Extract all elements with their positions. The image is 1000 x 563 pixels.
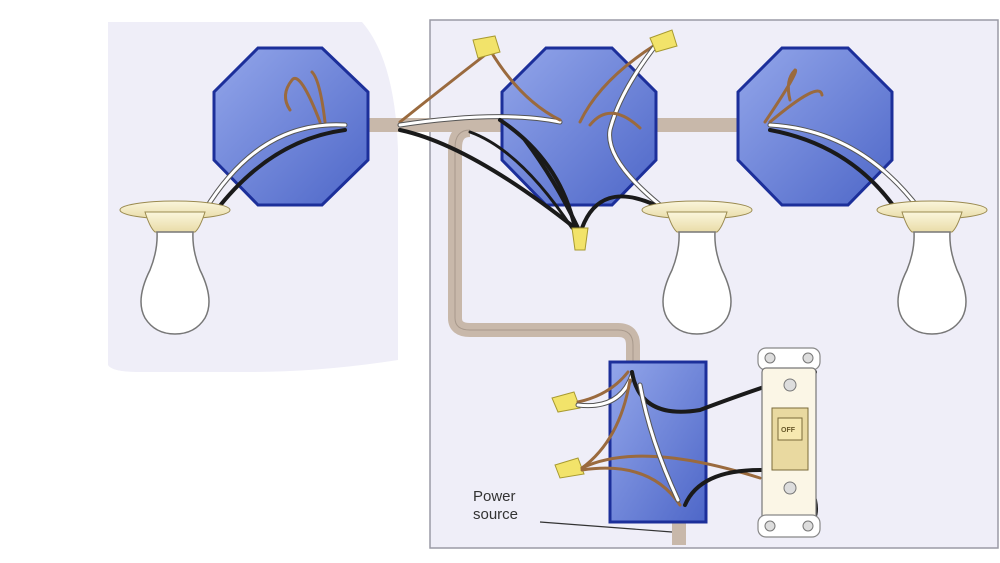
right-bulb bbox=[897, 231, 967, 335]
wire-nut-switch-upper bbox=[551, 391, 581, 413]
power-source-label: Power source bbox=[473, 488, 518, 524]
switch-toggle-text: OFF bbox=[781, 427, 796, 434]
cable-left-to-center bbox=[340, 118, 520, 132]
right-light-fixture bbox=[876, 200, 988, 335]
power-source-label-line1: Power bbox=[473, 488, 516, 505]
wire-nut-switch-lower bbox=[554, 457, 585, 479]
cross-wires-left-center bbox=[397, 53, 577, 230]
wire-nuts bbox=[472, 29, 678, 479]
center-box-wires bbox=[468, 37, 663, 230]
wall-switch: OFF bbox=[757, 347, 821, 538]
power-source-leader-line bbox=[539, 521, 673, 533]
left-light-fixture bbox=[119, 200, 231, 335]
center-bulb bbox=[662, 231, 732, 335]
right-junction-box bbox=[736, 46, 894, 207]
right-box-wires bbox=[763, 68, 923, 213]
left-junction-box bbox=[212, 46, 370, 207]
wire-nut-top-left bbox=[472, 35, 501, 59]
center-light-fixture bbox=[641, 200, 753, 335]
wire-nut-top-right bbox=[649, 29, 678, 53]
wire-nut-bottom-center bbox=[571, 227, 589, 251]
left-box-wires bbox=[202, 70, 348, 214]
left-bulb bbox=[140, 231, 210, 335]
power-source-label-line2: source bbox=[473, 506, 519, 523]
switch-box-wires bbox=[575, 370, 818, 527]
